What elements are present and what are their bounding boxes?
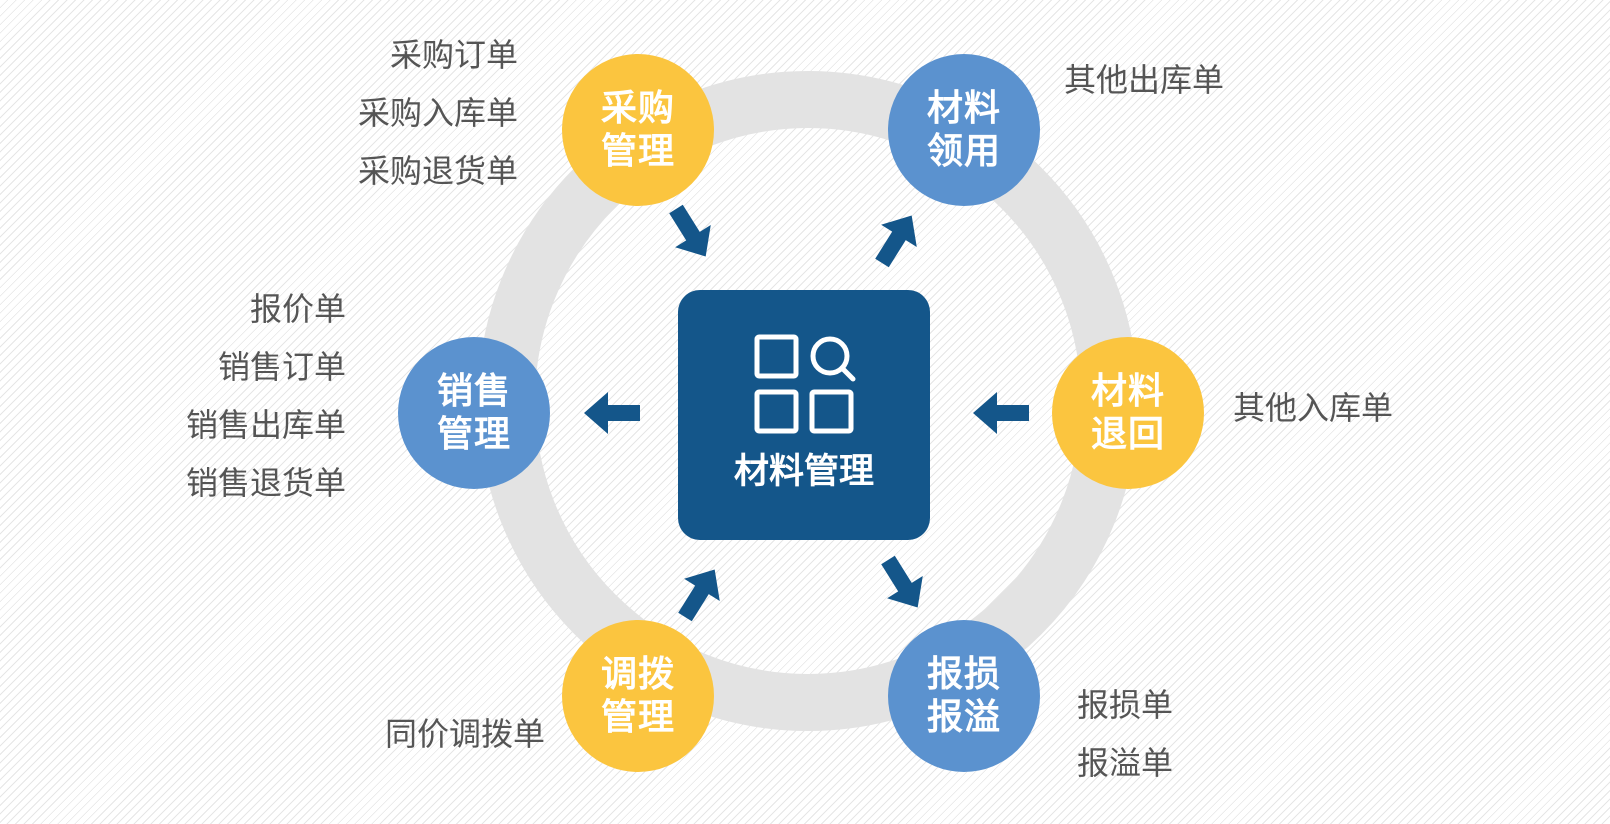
arrow-center-to-sales [584, 392, 640, 434]
doc-item: 销售退货单 [185, 464, 346, 502]
node-transfer-line1: 调拨 [600, 654, 675, 695]
node-issue-line2: 领用 [926, 131, 1001, 172]
node-transfer-management: 调拨 管理 [562, 620, 714, 772]
node-issue-line1: 材料 [926, 88, 1001, 129]
node-purchase-management: 采购 管理 [562, 54, 714, 206]
node-loss-line1: 报损 [926, 654, 1001, 695]
node-loss-line2: 报溢 [926, 697, 1001, 738]
doc-item: 报损单 [1077, 686, 1174, 724]
doc-item: 其他入库单 [1233, 389, 1394, 427]
arrow-center-to-loss [881, 555, 923, 608]
doc-item: 同价调拨单 [384, 715, 545, 753]
doc-item: 采购入库单 [357, 94, 518, 132]
node-loss-overflow: 报损 报溢 [888, 620, 1040, 772]
sales-document-list: 报价单 销售订单 销售出库单 销售退货单 [186, 280, 346, 512]
node-return-line1: 材料 [1090, 371, 1165, 412]
node-sales-management: 销售 管理 [398, 337, 550, 489]
doc-item: 销售订单 [217, 348, 346, 386]
arrow-return-to-center [973, 392, 1029, 434]
arrow-purchase-to-center [669, 204, 711, 257]
doc-item: 采购订单 [389, 36, 518, 74]
transfer-document-list: 同价调拨单 [385, 705, 545, 763]
center-title: 材料管理 [733, 452, 874, 492]
loss-document-list: 报损单 报溢单 [1077, 676, 1173, 792]
node-transfer-line2: 管理 [600, 697, 675, 738]
search-grid-icon [754, 334, 856, 434]
node-sales-line2: 管理 [436, 414, 511, 455]
purchase-document-list: 采购订单 采购入库单 采购退货单 [358, 26, 518, 200]
arrow-transfer-to-center [678, 569, 720, 622]
doc-item: 报溢单 [1077, 744, 1174, 782]
issue-document-list: 其他出库单 [1064, 51, 1224, 109]
arrow-center-to-issue [875, 215, 917, 268]
node-material-issue: 材料 领用 [888, 54, 1040, 206]
doc-item: 销售出库单 [185, 406, 346, 444]
node-material-return: 材料 退回 [1052, 337, 1204, 489]
doc-item: 其他出库单 [1064, 61, 1225, 99]
node-sales-line1: 销售 [436, 371, 511, 412]
center-material-management: 材料管理 [678, 290, 930, 540]
doc-item: 采购退货单 [357, 152, 518, 190]
node-purchase-line2: 管理 [600, 131, 675, 172]
doc-item: 报价单 [249, 290, 346, 328]
return-document-list: 其他入库单 [1233, 379, 1393, 437]
node-purchase-line1: 采购 [600, 88, 675, 129]
node-return-line2: 退回 [1090, 414, 1165, 455]
